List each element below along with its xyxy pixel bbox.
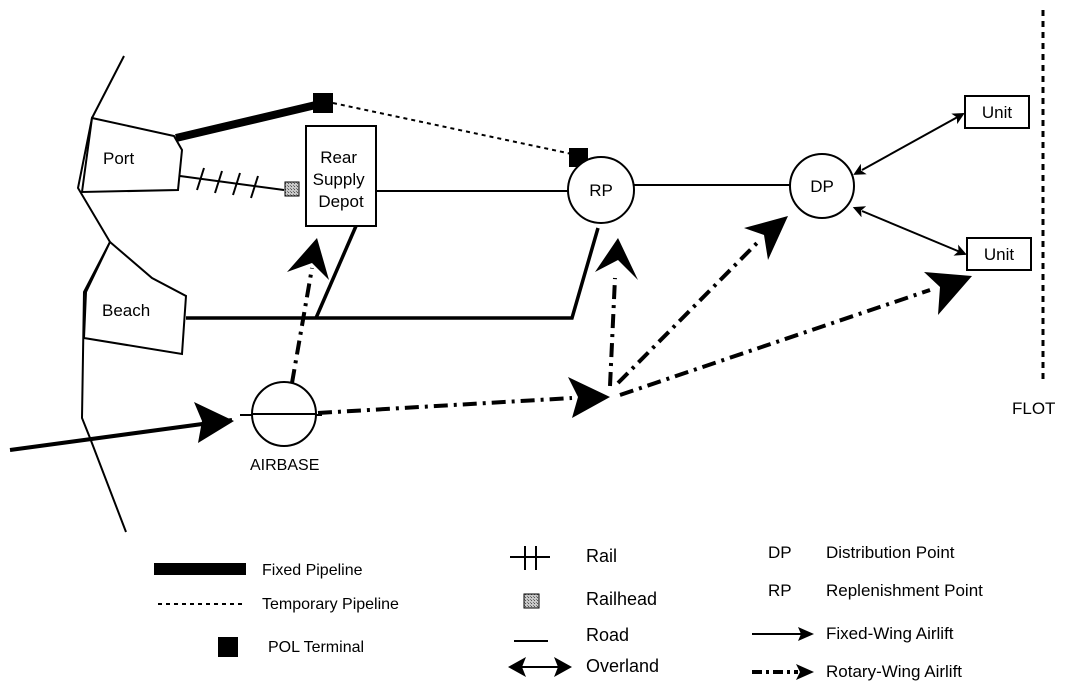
rotary-airbase-to-depot (290, 267, 314, 384)
dp-node (789, 153, 855, 219)
fixed-pipeline (175, 100, 321, 142)
rear-supply-depot-label: Rear Supply Depot (313, 148, 370, 211)
legend-dp-text: Distribution Point (826, 543, 955, 562)
rear-label-line2: Supply (313, 170, 365, 189)
rear-supply-depot (305, 125, 377, 227)
rear-label-line1: Rear (320, 148, 357, 167)
legend-temporary-pipeline-label: Temporary Pipeline (262, 596, 399, 613)
unit-bottom-label: Unit (984, 245, 1015, 264)
flot-label: FLOT (1012, 399, 1055, 418)
legend-pol-terminal-label: POL Terminal (268, 639, 364, 656)
rp-node (567, 156, 635, 224)
legend-fixed-wing-arrowhead (798, 627, 814, 641)
railhead (284, 181, 300, 197)
legend-dp-abbr: DP (768, 543, 792, 562)
fixed-wing-airlift-inbound (9, 418, 233, 452)
legend-rp-abbr: RP (768, 581, 792, 600)
rail-line (179, 167, 285, 199)
unit-top (964, 95, 1030, 129)
rear-label-line3: Depot (318, 192, 364, 211)
legend-fixed-wing-label: Fixed-Wing Airlift (826, 624, 954, 643)
legend-railhead-label: Railhead (586, 589, 657, 609)
airbase-label: AIRBASE (250, 457, 319, 474)
rotary-hub-to-dp (616, 238, 762, 385)
legend-fixed-pipeline-symbol (154, 563, 246, 575)
unit-top-label: Unit (982, 103, 1013, 122)
dp-label: DP (810, 177, 834, 196)
rotary-arrowhead-dp (744, 216, 788, 260)
rotary-hub-to-unit (619, 288, 931, 397)
unit-bottom (966, 237, 1032, 271)
legend-rail-symbol (510, 546, 550, 570)
rotary-airbase-to-hub (317, 396, 573, 415)
legend-rotary-wing-arrowhead (796, 664, 814, 680)
rotary-arrowhead-hub (568, 377, 610, 418)
road-depot-beach (314, 225, 358, 319)
port-label: Port (103, 149, 134, 168)
legend-fixed-pipeline-label: Fixed Pipeline (262, 562, 363, 579)
beach-label: Beach (102, 301, 150, 320)
legend-pol-terminal-symbol (218, 637, 238, 657)
overland-dp-unit-top (853, 113, 965, 175)
rotary-arrowhead-depot (287, 238, 329, 280)
legend-road-label: Road (586, 625, 629, 645)
road-beach-network (186, 227, 600, 320)
rotary-arrowhead-rp (595, 238, 638, 280)
legend-railhead-symbol (523, 593, 540, 609)
rotary-hub-to-rp (608, 277, 617, 387)
pol-terminal-top (313, 93, 333, 113)
rotary-wing-routes (290, 238, 931, 415)
legend-rail-label: Rail (586, 546, 617, 566)
fixed-wing-arrowhead (194, 402, 234, 443)
port-area (80, 116, 184, 194)
legend-rotary-wing-label: Rotary-Wing Airlift (826, 662, 962, 681)
legend-rp-text: Replenishment Point (826, 581, 983, 600)
temporary-pipeline (332, 102, 573, 155)
overland-dp-unit-bottom (852, 206, 967, 256)
legend-overland-label: Overland (586, 656, 659, 676)
rotary-arrowhead-unit (924, 272, 972, 315)
rp-label: RP (589, 181, 613, 200)
beach-area (82, 240, 188, 356)
legend-overland-symbol (508, 657, 572, 677)
